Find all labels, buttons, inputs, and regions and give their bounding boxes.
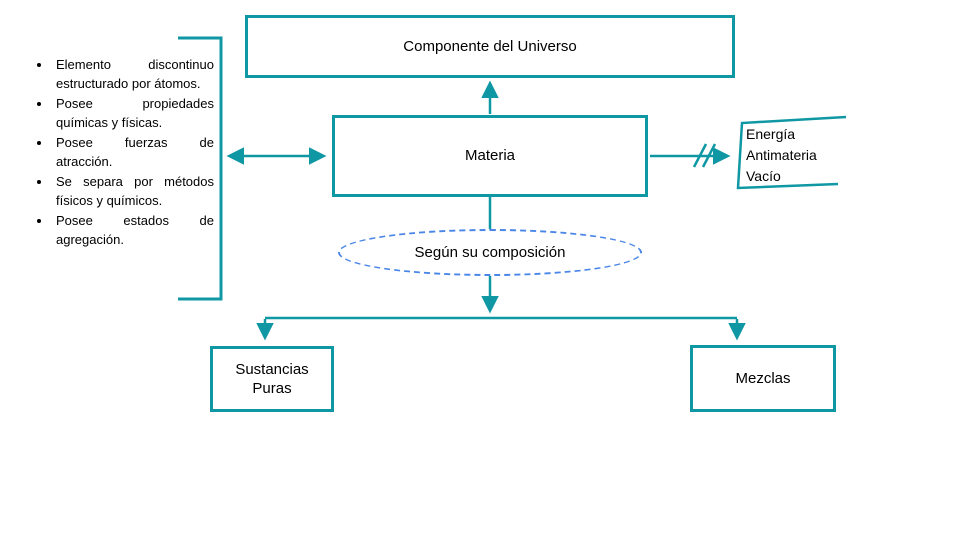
bullet-item: Posee fuerzas de atracción. <box>52 134 214 172</box>
node-mezclas: Mezclas <box>690 345 836 412</box>
side-note-line: Vacío <box>746 168 781 184</box>
bullet-list-items: Elemento discontinuo estructurado por át… <box>20 56 214 250</box>
bullet-list: Elemento discontinuo estructurado por át… <box>20 56 214 251</box>
node-componente-del-universo: Componente del Universo <box>245 15 735 78</box>
break-slash-2 <box>701 143 717 168</box>
node-materia: Materia <box>332 115 648 197</box>
bullet-item: Posee propiedades químicas y físicas. <box>52 95 214 133</box>
bullet-item: Posee estados de agregación. <box>52 212 214 250</box>
node-segun-su-composicion: Según su composición <box>338 229 642 276</box>
side-note-line: Energía <box>746 126 796 142</box>
side-note-text: Energía Antimateria Vacío <box>746 124 817 187</box>
side-note-banner <box>736 115 847 190</box>
bullet-list-bracket <box>178 36 223 301</box>
bullet-item: Se separa por métodos físicos y químicos… <box>52 173 214 211</box>
bullet-item: Elemento discontinuo estructurado por át… <box>52 56 214 94</box>
node-sustancias-puras: Sustancias Puras <box>210 346 334 412</box>
break-slash-1 <box>692 143 708 168</box>
side-note-line: Antimateria <box>746 147 817 163</box>
